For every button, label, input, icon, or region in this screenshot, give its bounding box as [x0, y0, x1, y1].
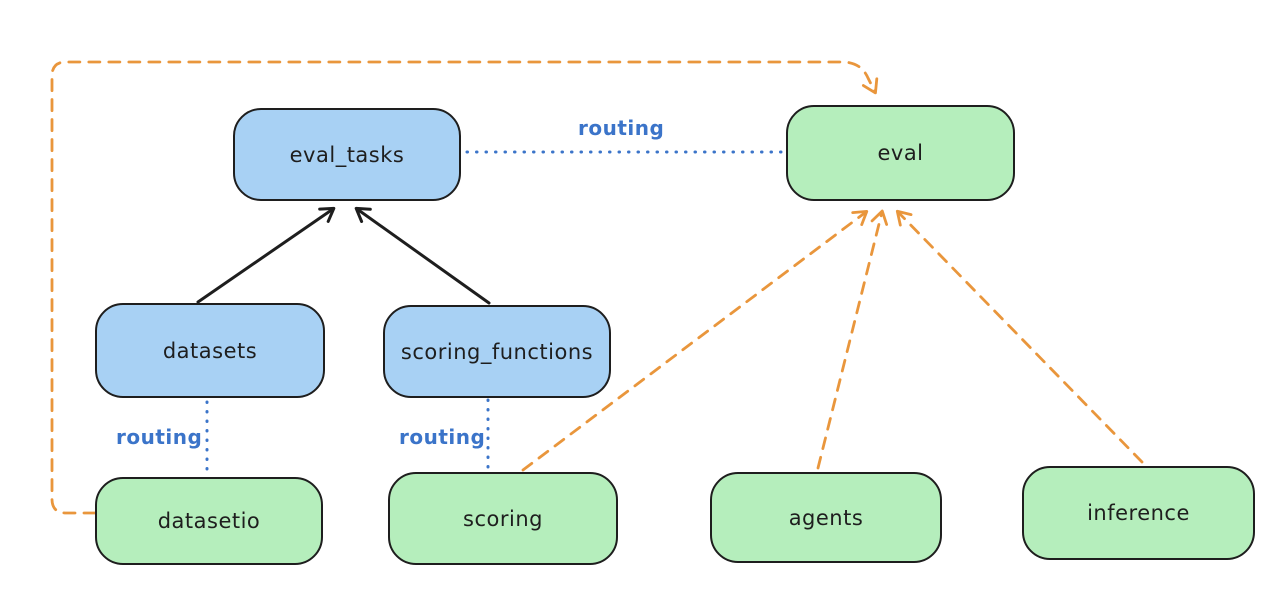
edge-scoring-functions-to-eval-tasks — [354, 206, 491, 305]
edge-label-routing-scoring-functions-scoring: routing — [399, 425, 486, 449]
edge-datasets-to-eval-tasks — [196, 206, 336, 304]
node-scoring: scoring — [388, 472, 618, 565]
node-scoring-label: scoring — [463, 506, 543, 531]
edge-label-routing-datasets-datasetio: routing — [116, 425, 203, 449]
node-inference: inference — [1022, 466, 1255, 560]
node-datasets: datasets — [95, 303, 325, 398]
node-eval-tasks: eval_tasks — [233, 108, 461, 201]
node-eval-tasks-label: eval_tasks — [289, 142, 405, 167]
node-datasetio-label: datasetio — [157, 509, 261, 533]
edge-inference-to-eval — [895, 209, 1144, 464]
node-eval-label: eval — [877, 141, 924, 165]
edge-scoring-to-eval — [521, 209, 869, 472]
node-scoring-functions: scoring_functions — [383, 305, 611, 398]
node-datasets-label: datasets — [162, 338, 258, 363]
edge-agents-to-eval — [816, 209, 889, 470]
node-eval: eval — [786, 105, 1015, 201]
node-agents-label: agents — [788, 505, 864, 530]
node-scoring-functions-label: scoring_functions — [400, 339, 594, 364]
node-agents: agents — [710, 472, 942, 563]
edge-datasetio-to-eval — [50, 60, 879, 515]
edge-label-routing-eval-tasks-eval: routing — [578, 116, 665, 140]
node-inference-label: inference — [1087, 501, 1190, 525]
node-datasetio: datasetio — [95, 477, 323, 565]
